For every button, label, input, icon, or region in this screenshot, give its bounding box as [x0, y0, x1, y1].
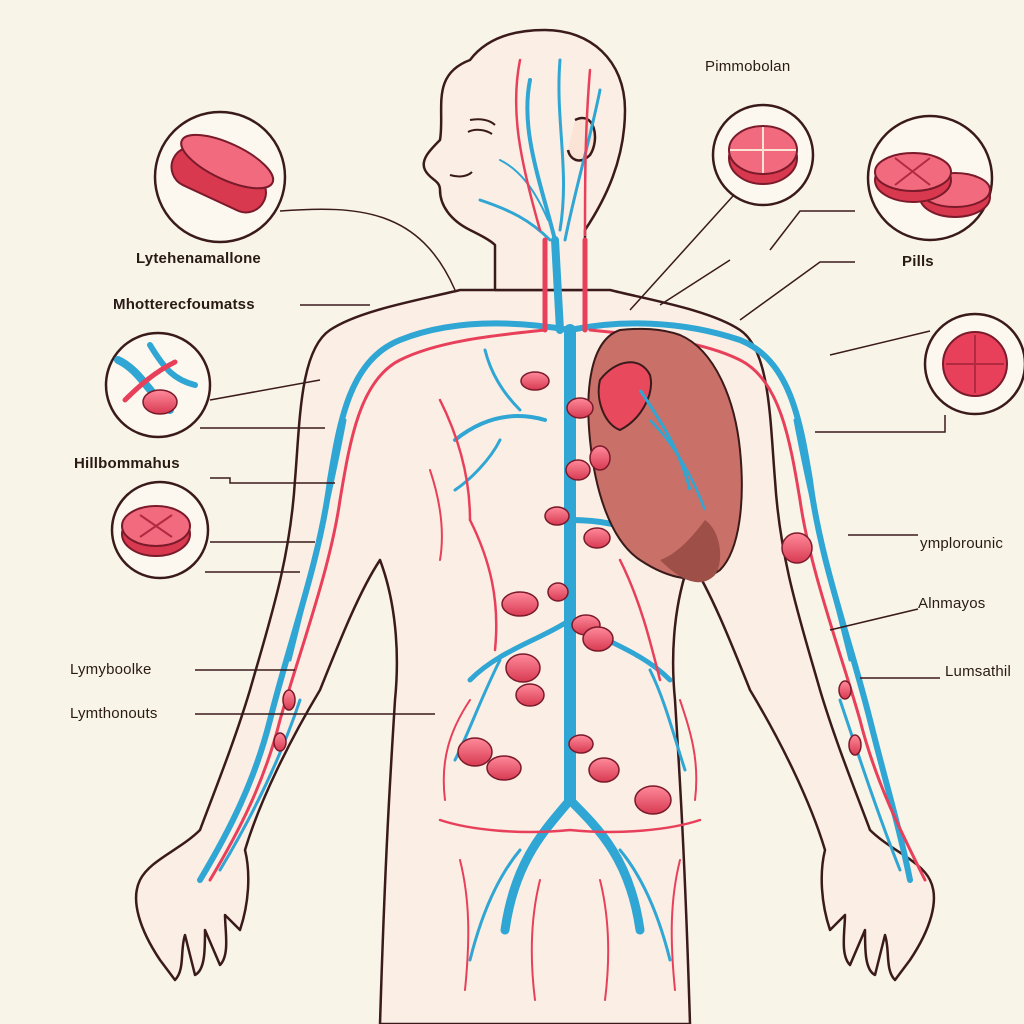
pill — [565, 459, 591, 481]
callout-scored-pill-right — [923, 312, 1024, 416]
face-details — [449, 118, 496, 178]
pill — [582, 626, 614, 652]
callout-two-pills — [866, 114, 994, 242]
pill — [781, 532, 813, 564]
pill — [848, 734, 862, 756]
callout-split-pill — [711, 103, 815, 207]
pill — [520, 371, 550, 391]
pills-in-body — [273, 371, 862, 815]
lung-organ — [587, 327, 743, 583]
pill — [544, 506, 570, 526]
pill — [501, 591, 539, 617]
pill — [589, 445, 611, 471]
pill — [634, 785, 672, 815]
callout-pill-cylinder — [153, 110, 287, 244]
pill — [505, 653, 541, 683]
leader-lines — [195, 195, 946, 715]
pill — [515, 683, 545, 707]
pill — [568, 734, 594, 754]
pill — [547, 582, 569, 602]
pill — [486, 755, 522, 781]
pill — [566, 397, 594, 419]
callout-vessel-pill — [104, 331, 212, 439]
pill — [838, 680, 852, 700]
callout-scored-pill-left — [110, 480, 210, 580]
pill — [457, 737, 493, 767]
pill — [282, 689, 296, 711]
pill — [583, 527, 611, 549]
artery-network — [208, 58, 927, 1001]
pill — [273, 732, 287, 752]
pill — [588, 757, 620, 783]
